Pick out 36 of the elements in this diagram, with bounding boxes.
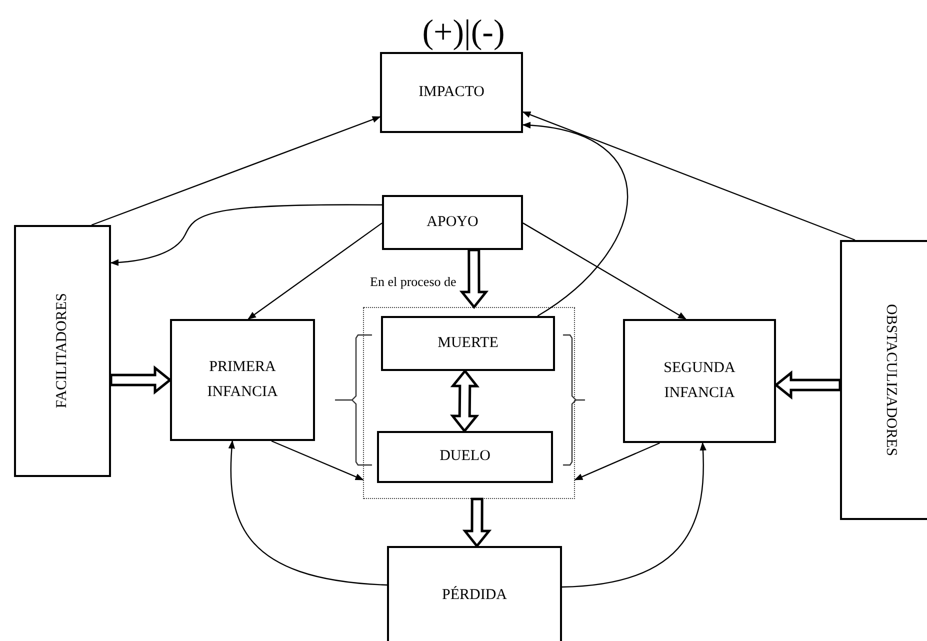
block-arrow [774,370,842,400]
edge-label: En el proceso de [370,274,456,290]
dotted-group-box [363,307,575,499]
block-arrow [459,248,489,309]
arrow [110,204,382,266]
concept-box [387,546,562,641]
node-label: SEGUNDA INFANCIA [662,358,736,403]
concept-box [14,225,111,477]
arrow [91,116,381,226]
arrow [522,222,686,320]
concept-box [382,195,523,250]
concept-box [381,316,555,371]
concept-box [840,240,927,520]
arrow [271,440,364,480]
node-label: APOYO [426,212,478,232]
block-arrow [110,365,172,395]
concept-box [380,52,523,133]
node-label: IMPACTO [418,82,484,102]
arrow [522,122,628,316]
node-label: PÉRDIDA [442,585,507,606]
concept-box [377,431,553,483]
concept-box [623,319,776,443]
arrow [248,222,382,320]
arrow [562,442,706,588]
concept-box [170,319,315,441]
arrow [522,111,856,241]
diagram-title: (+)|(-) [422,14,505,51]
block-arrow [462,498,492,548]
node-label: OBSTACULIZADORES [882,304,900,456]
node-label: FACILITADORES [52,293,71,409]
arrow [574,442,660,480]
block-arrow [450,369,480,433]
node-label: DUELO [440,447,490,466]
node-label: MUERTE [438,334,498,353]
node-label: PRIMERA INFANCIA [206,358,279,402]
arrow [228,440,388,586]
